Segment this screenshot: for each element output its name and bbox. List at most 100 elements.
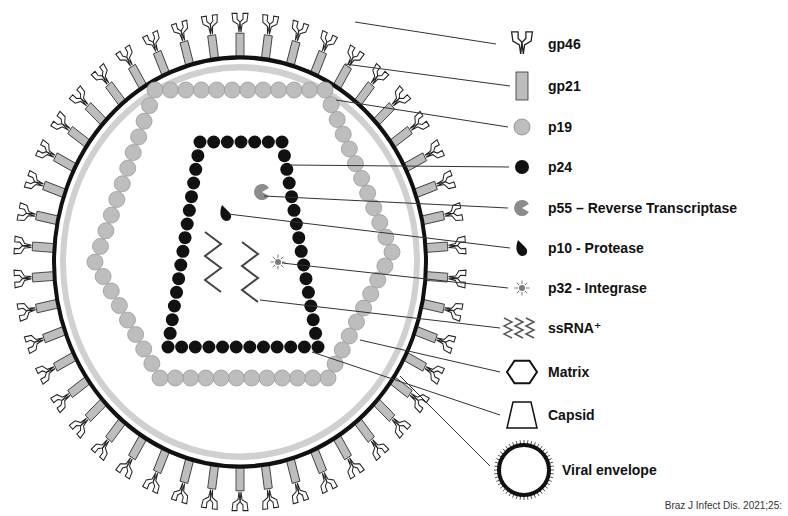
gp46-half — [150, 30, 164, 51]
gp46-half — [232, 13, 240, 32]
p19-dot — [240, 82, 256, 98]
p24-dot — [185, 190, 198, 203]
p19-dot — [120, 312, 136, 328]
leader-line — [360, 340, 500, 372]
spike — [14, 236, 55, 257]
gp46-glyph — [91, 64, 114, 90]
gp21-rod — [36, 211, 59, 225]
star-ray — [525, 291, 527, 293]
gp46-glyph — [406, 111, 429, 136]
gp46-glyph — [448, 269, 466, 288]
gp46-glyph — [24, 170, 45, 193]
p24-dot — [295, 245, 308, 258]
star-ray — [517, 283, 519, 285]
p19-dot — [286, 82, 302, 98]
gp46-half — [75, 86, 93, 105]
spike — [201, 463, 222, 509]
gp46-half — [443, 309, 461, 321]
gp46-half — [268, 16, 278, 36]
gp21-rod — [208, 35, 219, 60]
p19-icon — [514, 119, 530, 135]
part-label: p32 - Integrase — [548, 280, 647, 297]
rna-strand — [242, 242, 258, 302]
gp46-half — [123, 458, 139, 479]
gp46-half — [512, 32, 522, 54]
leader-line — [345, 64, 510, 86]
p24-dot — [298, 341, 311, 354]
spike — [413, 170, 456, 201]
gp46-half — [19, 203, 37, 215]
spike — [17, 295, 59, 321]
p19-dot — [103, 283, 119, 299]
p24-dot — [257, 341, 270, 354]
gp46-glyph — [406, 387, 429, 412]
gp46-glyph — [316, 469, 337, 493]
p19-dot — [259, 370, 275, 386]
gp21-rod — [236, 33, 244, 57]
gp46-half — [426, 148, 445, 164]
p24-dot — [235, 136, 248, 149]
gp46-glyph — [24, 331, 45, 354]
part-label: p24 — [548, 159, 572, 176]
p19-dot — [255, 82, 271, 98]
p19-dot — [323, 97, 339, 113]
p19-dot — [327, 356, 343, 372]
envelope-spikes — [14, 13, 466, 510]
gp46-half — [39, 140, 58, 156]
gp21-icon — [516, 72, 528, 100]
part-label: gp21 — [548, 78, 581, 95]
gp46-half — [449, 245, 467, 255]
envelope-ring — [499, 445, 549, 495]
p24-dot — [290, 218, 303, 231]
p24-dot — [191, 149, 204, 162]
star-ray — [515, 288, 519, 289]
gp46-half — [316, 473, 330, 494]
integrase — [271, 255, 286, 270]
p19-dot — [356, 300, 372, 316]
p24-dot — [179, 231, 192, 244]
p55-icon — [514, 200, 529, 216]
gp46-half — [434, 339, 453, 354]
gp46-half — [240, 492, 248, 511]
leader-line — [290, 165, 509, 167]
p19-dot — [305, 370, 321, 386]
p19-dot — [193, 82, 209, 98]
gp46-glyph — [316, 30, 337, 54]
part-label: Viral envelope — [562, 462, 657, 479]
spike — [413, 322, 456, 353]
gp46-glyph — [387, 412, 410, 438]
gp46-glyph — [14, 269, 32, 288]
gp46-glyph — [443, 300, 463, 321]
matrix-icon — [507, 361, 537, 384]
gp46-half — [323, 34, 337, 55]
p19-dot — [348, 314, 364, 330]
p24-dot — [166, 313, 179, 326]
gp46-glyph — [51, 387, 74, 412]
gp46-half — [268, 489, 278, 509]
gp46-glyph — [232, 13, 248, 32]
p19-dot — [274, 370, 290, 386]
p24-dot — [207, 136, 220, 149]
star-ray — [278, 255, 279, 259]
gp46-half — [289, 483, 301, 503]
p19-dot — [103, 207, 119, 223]
star-ray — [273, 257, 275, 259]
spike — [24, 322, 67, 353]
spike — [201, 15, 222, 61]
part-label: p55 – Reverse Transcriptase — [548, 200, 737, 217]
p24-dot — [187, 177, 200, 190]
gp46-half — [123, 45, 139, 66]
p19-dot — [302, 82, 318, 98]
p24-dot — [312, 341, 325, 354]
gp46-half — [201, 489, 211, 509]
gp46-half — [445, 211, 463, 223]
spike — [257, 15, 278, 61]
star-ray — [281, 265, 283, 267]
p24-dot — [168, 300, 181, 313]
gp46-half — [411, 119, 430, 137]
inner-membrane — [63, 67, 417, 456]
p19-dot — [136, 113, 152, 129]
p19-dot — [347, 156, 363, 172]
gp21-rod — [421, 211, 444, 225]
